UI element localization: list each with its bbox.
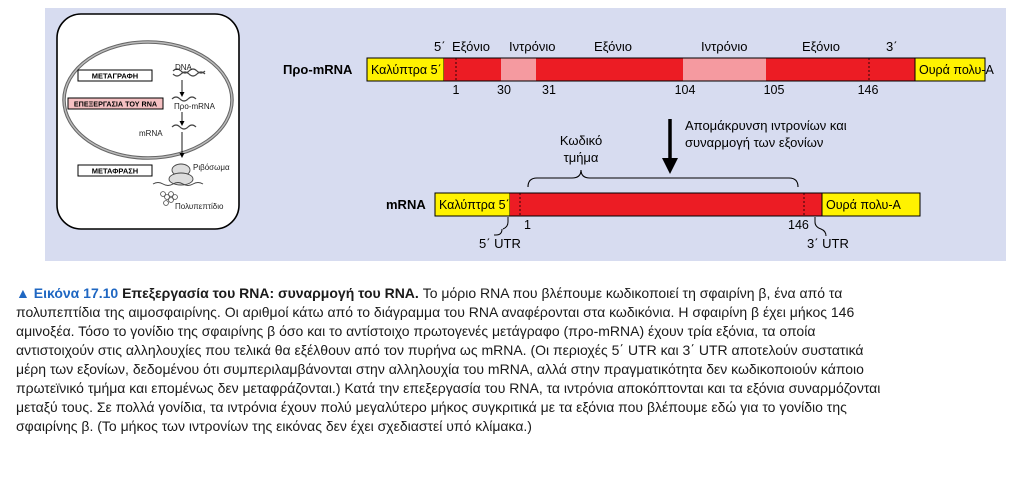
down-arrow-icon <box>662 158 678 174</box>
mrna-label: mRNA <box>386 197 426 212</box>
premrna-codon-1: 1 <box>453 83 460 97</box>
premrna-3prime: 3΄ <box>886 39 898 54</box>
premrna-intron-2-label: Ιντρόνιο <box>701 39 748 54</box>
premrna-codon-30: 30 <box>497 83 511 97</box>
premrna-exon-3-label: Εξόνιο <box>802 39 840 54</box>
premrna-tail-label: Ουρά πολυ-Α <box>919 63 994 77</box>
inset-ribosome-label: Ριβόσωμα <box>193 163 230 172</box>
mrna-tail-label: Ουρά πολυ-Α <box>826 198 901 212</box>
splicing-arrow: Απομάκρυνση ιντρονίων και συναρμογή των … <box>662 118 847 174</box>
premrna-exon-1-label: Εξόνιο <box>452 39 490 54</box>
premrna-intron-1 <box>501 58 536 81</box>
premrna-label: Προ-mRNA <box>283 62 353 77</box>
mrna-cap-label: Καλύπτρα 5΄ <box>439 198 510 212</box>
premrna-exon-3 <box>766 58 915 81</box>
caption-body: Το μόριο RNA που βλέπουμε κωδικοποιεί τη… <box>16 285 880 434</box>
mrna-diagram: mRNA Καλύπτρα 5΄ Ουρά πολυ-Α 1 146 5΄ UT… <box>386 193 920 251</box>
caption-figure-number: Εικόνα 17.10 <box>34 285 118 301</box>
mrna-codon-1: 1 <box>524 218 531 232</box>
premrna-exon-1 <box>444 58 501 81</box>
inset-premrna-label: Προ-mRNA <box>174 102 216 111</box>
mrna-utr5-label: 5΄ UTR <box>479 236 521 251</box>
mrna-codon-146: 146 <box>788 218 809 232</box>
coding-bracket <box>528 170 798 187</box>
premrna-exon-2-label: Εξόνιο <box>594 39 632 54</box>
inset-overview: DNA ΜΕΤΑΓΡΑΦΗ ΕΠΕΞΕΡΓΑΣΙΑ ΤΟΥ RNA Προ-mR… <box>57 14 239 229</box>
caption-title: Επεξεργασία του RNA: συναρμογή του RNA. <box>122 285 419 301</box>
caption-triangle-icon: ▲ <box>16 285 30 301</box>
figure-panel: DNA ΜΕΤΑΓΡΑΦΗ ΕΠΕΞΕΡΓΑΣΙΑ ΤΟΥ RNA Προ-mR… <box>45 8 1006 261</box>
premrna-5prime: 5΄ <box>434 39 446 54</box>
premrna-codon-105: 105 <box>764 83 785 97</box>
mrna-utr3-label: 3΄ UTR <box>807 236 849 251</box>
inset-polypeptide-label: Πολυπεπτίδιο <box>175 202 224 211</box>
premrna-cap-label: Καλύπτρα 5΄ <box>371 63 442 77</box>
figure-caption: ▲ Εικόνα 17.10 Επεξεργασία του RNA: συνα… <box>16 284 896 436</box>
coding-label-line1: Κωδικό <box>560 133 602 148</box>
premrna-codon-146: 146 <box>858 83 879 97</box>
inset-mrna-label: mRNA <box>139 129 163 138</box>
premrna-intron-2 <box>683 58 766 81</box>
inset-frame <box>57 14 239 229</box>
splicing-text-line1: Απομάκρυνση ιντρονίων και <box>685 118 847 133</box>
premrna-diagram: Προ-mRNA 5΄ Εξόνιο Ιντρόνιο Εξόνιο Ιντρό… <box>283 39 994 97</box>
premrna-intron-1-label: Ιντρόνιο <box>509 39 556 54</box>
splicing-diagram: DNA ΜΕΤΑΓΡΑΦΗ ΕΠΕΞΕΡΓΑΣΙΑ ΤΟΥ RNA Προ-mR… <box>45 8 1006 261</box>
inset-translation-label: ΜΕΤΑΦΡΑΣΗ <box>92 167 138 176</box>
premrna-codon-104: 104 <box>675 83 696 97</box>
splicing-text-line2: συναρμογή των εξονίων <box>685 135 823 150</box>
inset-dna-label: DNA <box>175 63 193 72</box>
premrna-codon-31: 31 <box>542 83 556 97</box>
inset-processing-label: ΕΠΕΞΕΡΓΑΣΙΑ ΤΟΥ RNA <box>74 100 157 109</box>
mrna-coding-body <box>510 193 822 216</box>
inset-transcription-label: ΜΕΤΑΓΡΑΦΗ <box>92 72 138 81</box>
premrna-exon-2 <box>536 58 683 81</box>
coding-label-line2: τμήμα <box>564 150 599 165</box>
